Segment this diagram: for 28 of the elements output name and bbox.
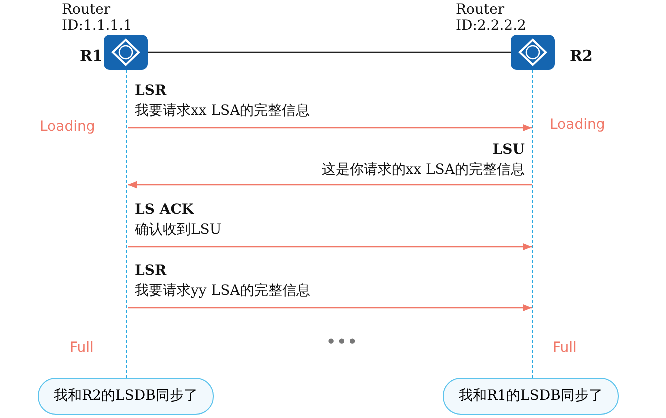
message-text: 我要请求yy LSA的完整信息 xyxy=(135,282,310,300)
ellipsis: ••• xyxy=(326,334,358,352)
router-name: R1 xyxy=(80,47,103,65)
message-text: 我要请求xx LSA的完整信息 xyxy=(135,102,310,120)
lifeline xyxy=(532,70,534,378)
message-arrow xyxy=(128,304,532,312)
status-bubble: 我和R2的LSDB同步了 xyxy=(38,378,214,415)
lifeline xyxy=(126,70,128,378)
message-name: LSU xyxy=(492,141,525,159)
message-arrow xyxy=(128,243,532,251)
state-label: Full xyxy=(553,339,577,357)
router-icon xyxy=(511,35,555,70)
message-name: LS ACK xyxy=(135,201,194,219)
router-id-label: Router ID:1.1.1.1 xyxy=(62,2,134,34)
state-label: Loading xyxy=(550,116,606,134)
state-label: Loading xyxy=(40,118,96,136)
message-name: LSR xyxy=(135,82,167,100)
link-line xyxy=(148,52,511,54)
message-text: 确认收到LSU xyxy=(135,221,222,239)
status-bubble: 我和R1的LSDB同步了 xyxy=(443,378,619,415)
message-arrow xyxy=(128,181,532,189)
state-label: Full xyxy=(70,339,94,357)
message-text: 这是你请求的xx LSA的完整信息 xyxy=(322,161,525,179)
message-name: LSR xyxy=(135,262,167,280)
router-name: R2 xyxy=(570,47,593,65)
router-id-label: Router ID:2.2.2.2 xyxy=(456,2,528,34)
router-icon xyxy=(104,35,148,70)
message-arrow xyxy=(128,124,532,132)
